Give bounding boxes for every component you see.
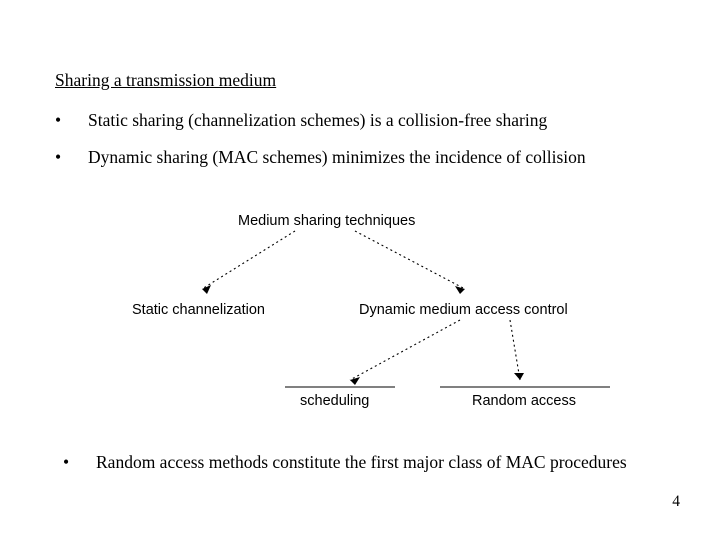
diagram-connectors bbox=[201, 230, 610, 388]
arrowhead-root-static bbox=[202, 285, 211, 294]
edge-root-dmac bbox=[354, 230, 466, 290]
bullet-item-random-access: • Random access methods constitute the f… bbox=[63, 450, 683, 474]
arrowhead-root-dmac bbox=[455, 286, 465, 294]
page-number: 4 bbox=[672, 493, 680, 510]
diagram-node-scheduling: scheduling bbox=[300, 393, 370, 409]
bullet-item-static-sharing: • Static sharing (channelization schemes… bbox=[55, 108, 675, 132]
diagram-node-random-access: Random access bbox=[472, 393, 576, 409]
diagram-node-root: Medium sharing techniques bbox=[238, 213, 416, 229]
bullet-text: Static sharing (channelization schemes) … bbox=[88, 110, 548, 130]
bullet-marker: • bbox=[55, 110, 62, 130]
arrowhead-dmac-scheduling bbox=[350, 377, 360, 385]
bullet-text: Random access methods constitute the fir… bbox=[96, 452, 627, 472]
edge-root-static bbox=[201, 230, 296, 290]
edge-dmac-random bbox=[509, 319, 521, 381]
diagram-node-static-channelization: Static channelization bbox=[132, 302, 265, 318]
arrowhead-dmac-random bbox=[514, 373, 524, 380]
diagram-node-dynamic-medium-access-control: Dynamic medium access control bbox=[359, 302, 568, 318]
bullet-item-dynamic-sharing: • Dynamic sharing (MAC schemes) minimize… bbox=[55, 145, 675, 169]
bullet-text: Dynamic sharing (MAC schemes) minimizes … bbox=[88, 147, 586, 167]
medium-sharing-diagram: Medium sharing techniques Static channel… bbox=[110, 205, 630, 420]
edge-dmac-scheduling bbox=[349, 319, 461, 381]
bullet-marker: • bbox=[63, 452, 70, 472]
bullet-marker: • bbox=[55, 147, 62, 167]
page-title: Sharing a transmission medium bbox=[55, 70, 277, 90]
